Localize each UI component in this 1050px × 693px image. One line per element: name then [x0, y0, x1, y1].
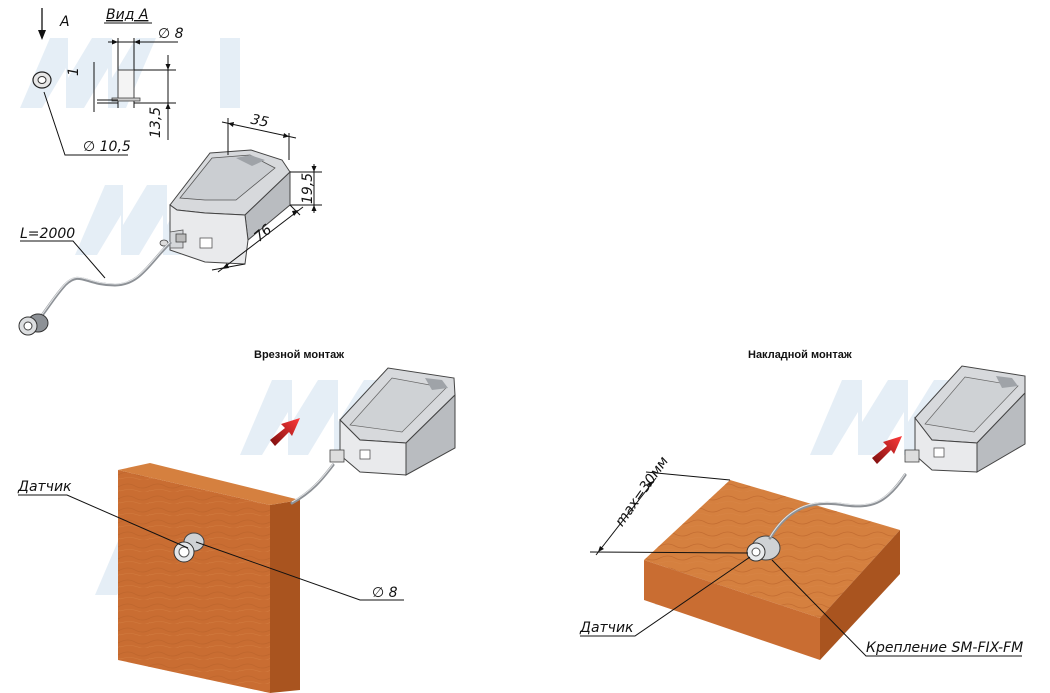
cable-length-leader — [20, 240, 106, 279]
surface-cable — [768, 473, 907, 540]
recessed-title: Врезной монтаж — [254, 349, 344, 361]
surface-wood-front — [644, 560, 820, 660]
surface-mount-leader — [771, 559, 1022, 657]
surface-title: Накладной монтаж — [748, 349, 852, 361]
dim-35-label: 35 — [249, 112, 270, 131]
view-a-arrow-label: A — [59, 14, 70, 30]
dim-1-label: 1 — [66, 67, 82, 76]
recessed-sensor-leader — [18, 494, 189, 549]
dim-19-5-label: 19,5 — [300, 173, 316, 204]
sensor-profile — [117, 69, 135, 101]
driver-box-top: 35 19,5 76 L=2000 — [18, 112, 322, 336]
surface-max-label: max=30мм — [612, 453, 672, 529]
view-a-title: Вид А — [106, 7, 148, 23]
cable-length-label: L=2000 — [20, 226, 75, 242]
recessed-dia-label: ∅ 8 — [372, 585, 398, 601]
dia-8-top-label: ∅ 8 — [158, 26, 184, 42]
surface-sensor-leader — [580, 556, 751, 637]
recessed-wood-side — [270, 500, 300, 693]
box-front-face — [169, 204, 249, 265]
surface-wood-side — [820, 530, 900, 660]
recessed-mounting-section: Врезной монтаж Датчик ∅ 8 — [17, 349, 456, 693]
dim-13-5-label: 13,5 — [148, 107, 164, 138]
dia-10-5-label: ∅ 10,5 — [83, 139, 131, 155]
recessed-dia-leader — [195, 541, 404, 601]
dim-76-line — [217, 206, 304, 273]
recessed-sensor-label: Датчик — [17, 479, 72, 495]
dia-10-5-leader — [43, 91, 128, 156]
surface-sensor-label: Датчик — [579, 620, 634, 636]
sensor-dimension-drawing: A ∅ 10,5 Вид А ∅ 8 1 13,5 — [32, 7, 184, 156]
surface-mount-label: Крепление SM-FIX-FM — [866, 640, 1023, 656]
sensor-cable — [38, 241, 172, 320]
recessed-wood-top — [118, 463, 300, 505]
surface-max-dim-line — [595, 477, 657, 556]
surface-mounting-section: Накладной монтаж max=30мм Датчик — [579, 349, 1026, 660]
recessed-cable — [290, 463, 335, 505]
recessed-direction-arrow — [270, 418, 300, 446]
surface-direction-arrow — [872, 436, 902, 464]
view-a-arrowhead — [38, 30, 46, 40]
